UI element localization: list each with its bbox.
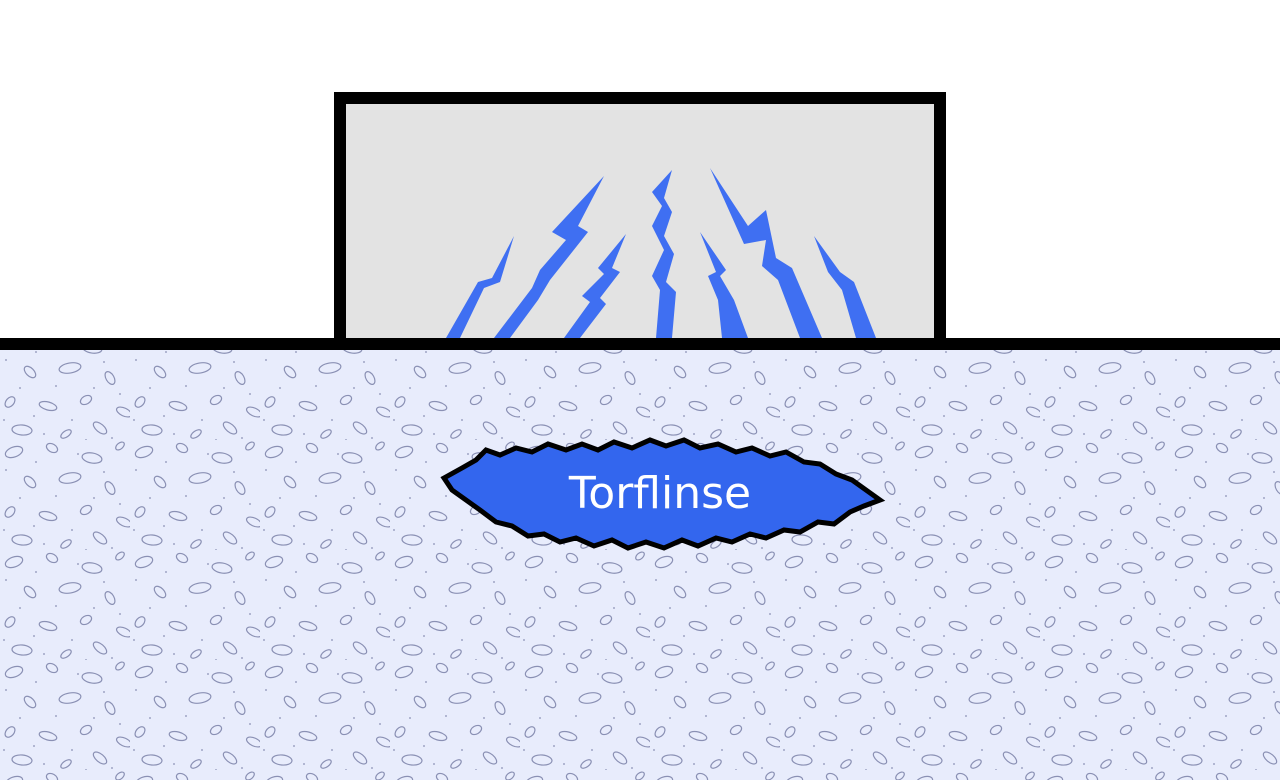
lens-label: Torflinse [568,468,751,519]
soil-layer [0,344,1280,780]
peat-lens [440,437,886,551]
lightning-crack-icon [446,168,876,338]
building-block [334,92,946,350]
